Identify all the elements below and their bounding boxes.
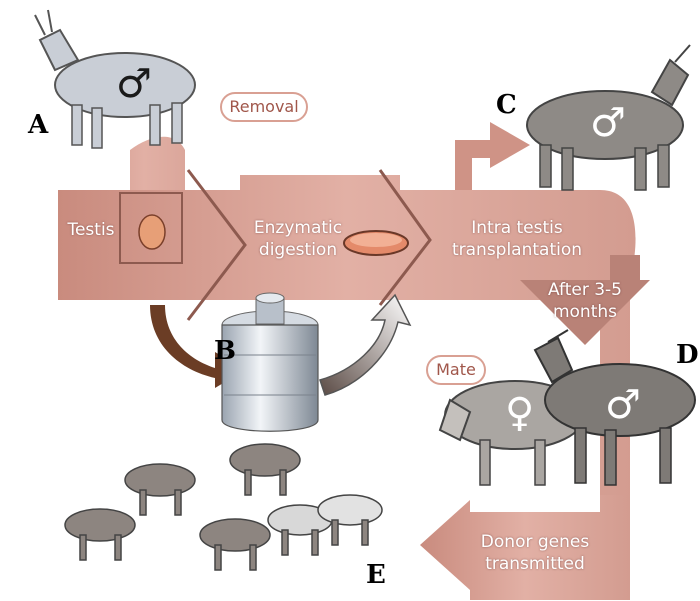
enzymatic-label-line1: Enzymatic xyxy=(248,218,348,238)
thaw-arrow xyxy=(320,295,410,395)
male-symbol-d: ♂ xyxy=(605,385,641,425)
goat-kid-icon xyxy=(65,444,382,570)
donor-label-line1: Donor genes xyxy=(470,532,600,552)
male-symbol-a: ♂ xyxy=(116,64,152,104)
after-label-line2: months xyxy=(535,302,635,322)
intra-label-line1: Intra testis xyxy=(442,218,592,238)
donor-label-line2: transmitted xyxy=(470,554,600,574)
label-b: B xyxy=(214,336,236,366)
male-symbol-c: ♂ xyxy=(590,103,626,143)
label-e: E xyxy=(366,560,386,590)
goat-icon xyxy=(35,10,195,148)
testis-label: Testis xyxy=(62,220,120,240)
removal-label: Removal xyxy=(220,92,308,122)
mate-label: Mate xyxy=(426,355,486,385)
after-label-line1: After 3-5 xyxy=(535,280,635,300)
female-symbol-d: ♀ xyxy=(505,393,534,433)
enzymatic-label-line2: digestion xyxy=(248,240,348,260)
nitrogen-tank-icon xyxy=(222,293,318,431)
label-a: A xyxy=(28,110,48,140)
petri-dish-icon xyxy=(344,231,408,255)
label-d: D xyxy=(676,340,699,370)
intra-label-line2: transplantation xyxy=(442,240,592,260)
goat-icon xyxy=(440,330,695,485)
label-c: C xyxy=(496,90,517,120)
